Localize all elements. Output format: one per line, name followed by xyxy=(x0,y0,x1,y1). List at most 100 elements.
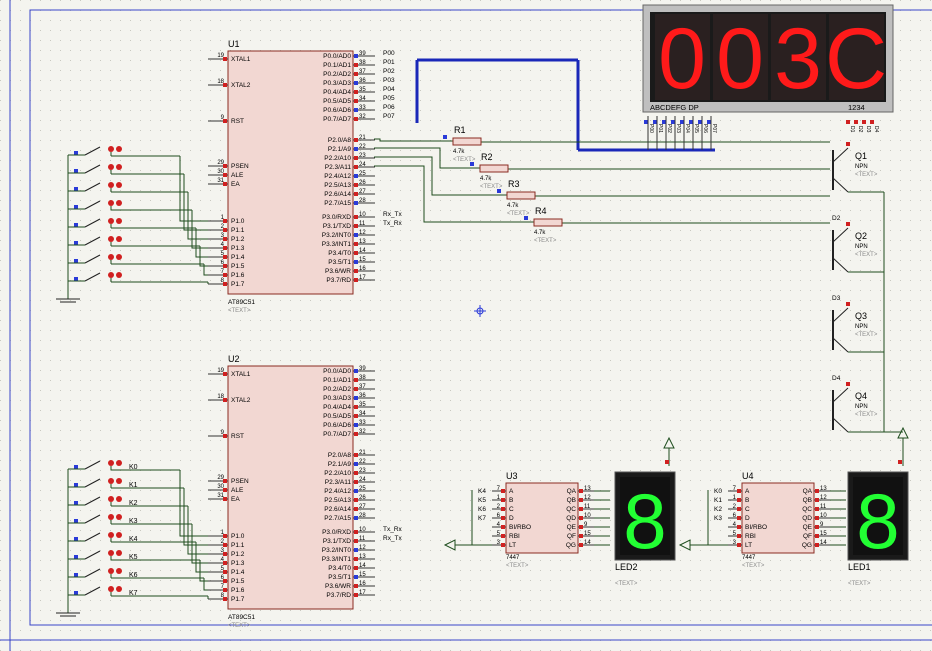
pin-number: 17 xyxy=(359,590,366,596)
switch-contact[interactable] xyxy=(116,254,122,260)
switch-contact[interactable] xyxy=(116,568,122,574)
pin-name: BI/RBO xyxy=(745,524,767,531)
pin-name: QF xyxy=(803,533,812,540)
switch-label: K7 xyxy=(129,590,138,597)
pin-name: P2.0/A8 xyxy=(328,452,352,459)
switch-contact[interactable] xyxy=(108,550,114,556)
resistor-body[interactable] xyxy=(452,137,482,146)
pin-state xyxy=(579,507,583,511)
switch-contact[interactable] xyxy=(116,550,122,556)
switch-contact[interactable] xyxy=(116,272,122,278)
resistor-body[interactable] xyxy=(533,218,563,227)
pin-state xyxy=(354,432,358,436)
pin-state xyxy=(223,246,227,250)
switch-bank[interactable] xyxy=(56,146,209,303)
pin-number: 6 xyxy=(221,260,225,266)
display-pin-net: P05 xyxy=(693,124,699,133)
chip-body[interactable] xyxy=(227,50,354,295)
chip-body[interactable] xyxy=(227,365,354,610)
resistor-r2[interactable]: R24.7k<TEXT> xyxy=(470,152,509,190)
resistor-r3[interactable]: R34.7k<TEXT> xyxy=(497,179,536,217)
switch-contact[interactable] xyxy=(116,460,122,466)
switch-contact[interactable] xyxy=(108,532,114,538)
p23-wire xyxy=(374,165,534,223)
text-placeholder: <TEXT> xyxy=(507,211,530,217)
pin-name: P0.0/AD0 xyxy=(323,53,351,60)
switch-wire xyxy=(187,192,208,240)
switch-contact[interactable] xyxy=(116,200,122,206)
pin-name: P2.4/A12 xyxy=(324,173,351,180)
resistor-r1[interactable]: R14.7k<TEXT> xyxy=(443,125,482,163)
display-pin xyxy=(862,120,866,124)
transistor-collector xyxy=(832,227,849,243)
switch-contact[interactable] xyxy=(116,146,122,152)
switch-contact[interactable] xyxy=(108,200,114,206)
resistor-r4[interactable]: R44.7k<TEXT> xyxy=(524,206,563,244)
net-label: K4 xyxy=(478,488,486,495)
pin-name: P0.6/AD6 xyxy=(323,422,351,429)
pin-state xyxy=(223,588,227,592)
switch-contact[interactable] xyxy=(108,254,114,260)
pin-state xyxy=(223,57,227,61)
pin-state xyxy=(223,398,227,402)
pin-state xyxy=(223,164,227,168)
switch-contact[interactable] xyxy=(108,164,114,170)
switch-contact[interactable] xyxy=(108,272,114,278)
pin-number: 11 xyxy=(820,504,827,510)
switch-lever xyxy=(84,182,101,192)
switch-contact[interactable] xyxy=(116,496,122,502)
switch-contact[interactable] xyxy=(116,586,122,592)
net-label: Rx_Tx xyxy=(383,211,403,218)
switch-contact[interactable] xyxy=(116,478,122,484)
display-pin xyxy=(653,120,657,124)
switch-contact[interactable] xyxy=(108,514,114,520)
switch-contact[interactable] xyxy=(108,236,114,242)
switch-contact[interactable] xyxy=(108,586,114,592)
switch-contact[interactable] xyxy=(116,236,122,242)
resistor-body[interactable] xyxy=(506,191,536,200)
switch-contact[interactable] xyxy=(108,182,114,188)
pin-number: 15 xyxy=(584,531,591,537)
switch-label: K5 xyxy=(129,554,138,561)
switch-contact[interactable] xyxy=(108,496,114,502)
resistor-body[interactable] xyxy=(479,164,509,173)
switch-contact[interactable] xyxy=(116,532,122,538)
pin-number: 8 xyxy=(221,278,225,284)
switch-contact[interactable] xyxy=(108,146,114,152)
pin-number: 11 xyxy=(359,536,366,542)
switch-contact[interactable] xyxy=(116,218,122,224)
switch-contact[interactable] xyxy=(116,182,122,188)
switch-contact[interactable] xyxy=(108,568,114,574)
pin-state xyxy=(223,434,227,438)
pin-number: 5 xyxy=(497,531,501,537)
pin-name: P1.2 xyxy=(231,551,245,558)
chip-body[interactable] xyxy=(741,482,815,554)
pin-state xyxy=(737,489,741,493)
switch-contact[interactable] xyxy=(108,460,114,466)
switch-contact[interactable] xyxy=(108,218,114,224)
segment-pin-label: ABCDEFG DP xyxy=(650,103,699,112)
switch-contact[interactable] xyxy=(116,164,122,170)
part-name: 7447 xyxy=(506,555,520,561)
switch-contact[interactable] xyxy=(108,478,114,484)
switch-contact[interactable] xyxy=(116,514,122,520)
pin-number: 10 xyxy=(820,513,827,519)
transistor-type: NPN xyxy=(855,244,868,250)
switch-lever xyxy=(84,514,101,524)
display-pin xyxy=(662,120,666,124)
display-pin-net: P01 xyxy=(657,124,663,133)
p21-wire xyxy=(374,147,480,169)
